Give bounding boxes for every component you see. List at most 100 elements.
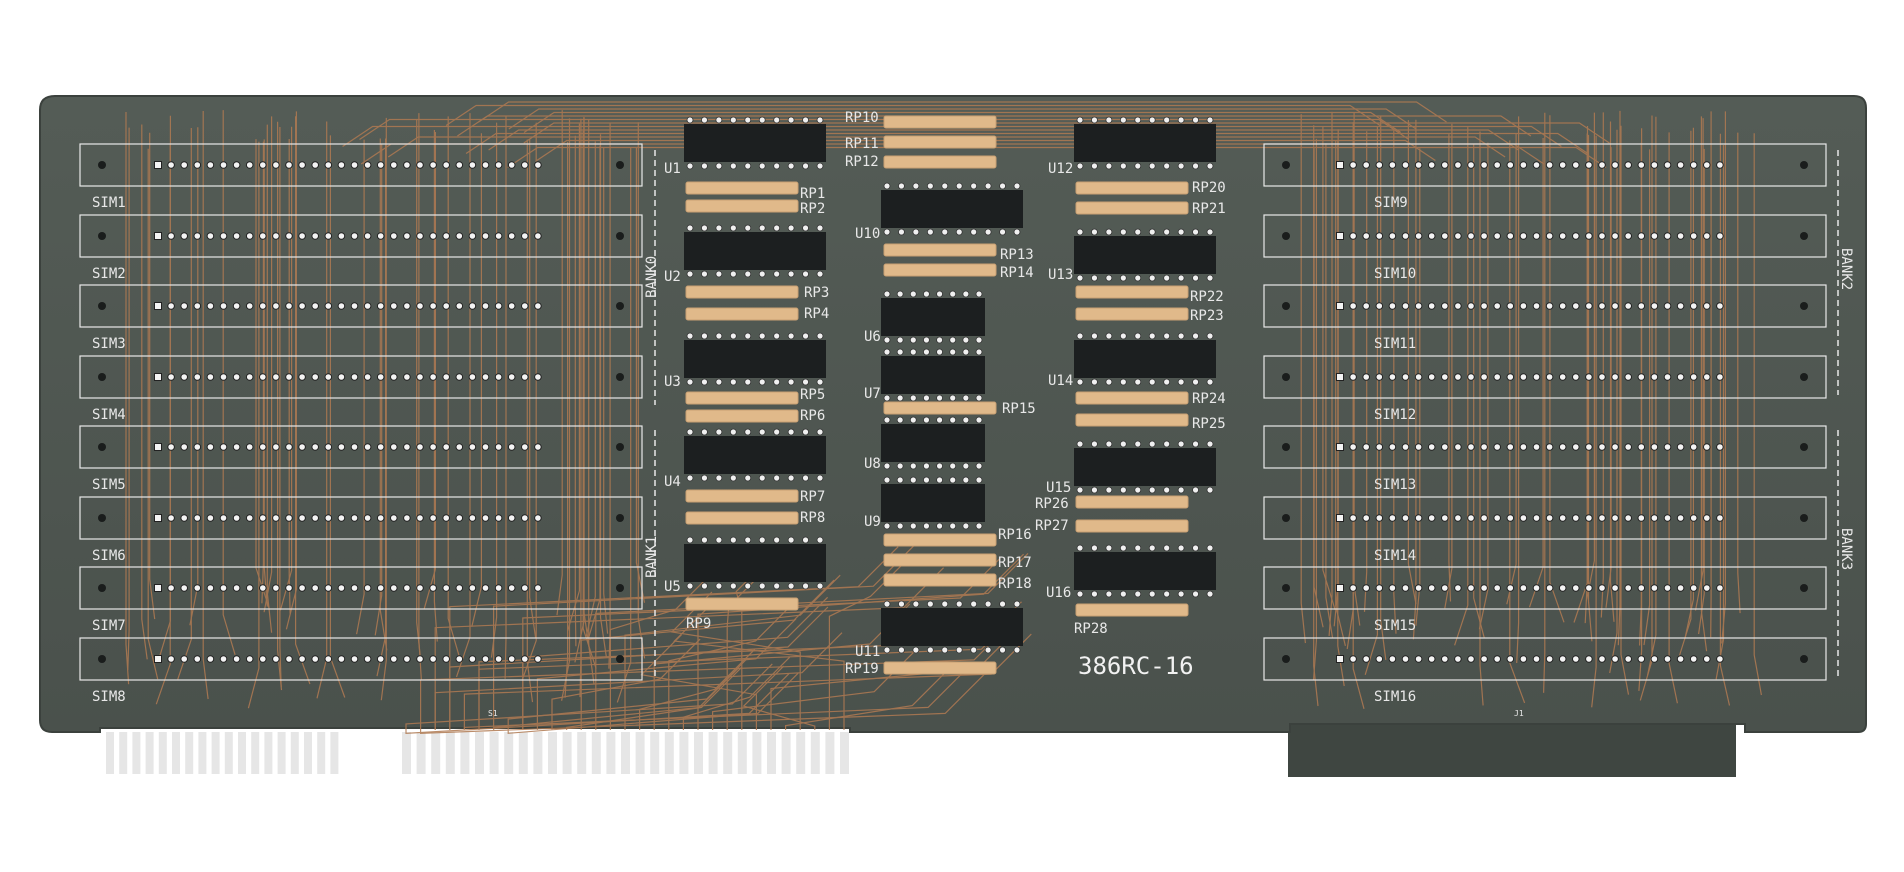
simm-pin [1585, 373, 1593, 381]
simm-pin [534, 232, 542, 240]
simm-pin [494, 655, 503, 663]
simm-slot-outline [79, 637, 643, 681]
simm-pin [1519, 514, 1528, 522]
simm-pin [1401, 443, 1410, 451]
chip-pin [1076, 486, 1084, 494]
simm-pin [1375, 302, 1384, 310]
simm-pin [1480, 655, 1488, 663]
simm-pin [1585, 655, 1593, 663]
simm-pin [1716, 443, 1724, 451]
simm-pin [521, 584, 529, 592]
rp-body [883, 553, 997, 567]
simm-pin [1637, 584, 1646, 592]
chip-pin [962, 416, 970, 424]
simm-pin [272, 584, 280, 592]
chip-pin [1134, 378, 1142, 386]
simm-pin [1637, 302, 1646, 310]
chip-pin [787, 224, 795, 232]
simm-pin [1545, 443, 1554, 451]
simm-pin [324, 655, 333, 663]
chip-u1: U1 [664, 116, 826, 177]
simm-pin [1532, 584, 1541, 592]
trace [380, 117, 387, 701]
trace [434, 567, 945, 730]
chip-pin [1163, 486, 1171, 494]
rp-rp6: RP6 [685, 408, 825, 424]
chip-u6: U6 [864, 290, 985, 345]
simm-pin [298, 514, 306, 522]
simm-pin [1519, 584, 1528, 592]
chip-pin [1148, 116, 1156, 124]
chip-pin [955, 600, 963, 608]
simm-pin [442, 302, 451, 310]
chip-pin [773, 474, 781, 482]
simm-pin [1545, 655, 1554, 663]
simm-pin [481, 161, 490, 169]
chip-pin [936, 416, 943, 424]
simm-pin [1375, 232, 1384, 240]
trace [1721, 111, 1726, 644]
simm-pin [1572, 584, 1580, 592]
chip-pin [1105, 274, 1113, 282]
chip-pin [816, 582, 824, 590]
mount-hole [1282, 373, 1290, 381]
chip-pin [1192, 116, 1199, 124]
edge-finger [431, 732, 441, 774]
trace [423, 132, 436, 610]
copper-traces [125, 101, 1762, 735]
simm-pin [167, 584, 175, 592]
simm-pin [1441, 373, 1449, 381]
simm-pin [1401, 161, 1410, 169]
simm-pin [468, 373, 477, 381]
edge-finger [277, 732, 286, 774]
chip-body [881, 190, 1023, 228]
simm-label: SIM5 [92, 477, 126, 493]
simm-pin [1611, 232, 1619, 240]
trace [1694, 118, 1704, 611]
trace [127, 127, 130, 671]
simm-pin [1558, 232, 1567, 240]
chip-pin [896, 348, 904, 356]
mount-hole [1800, 584, 1808, 592]
rp-body [685, 489, 799, 503]
simm-pin [1637, 373, 1646, 381]
trace [1328, 111, 1333, 636]
chip-pin [1206, 162, 1214, 170]
rp-body [1075, 519, 1189, 533]
trace [379, 138, 388, 651]
simm-pin [1663, 443, 1672, 451]
simm-pin [1414, 302, 1423, 310]
simm-pin [1598, 161, 1606, 169]
simm-pin [468, 655, 477, 663]
chip-pin [909, 290, 917, 298]
rp-label: RP11 [845, 136, 879, 152]
simm-pin [1703, 302, 1711, 310]
simm-pin [272, 232, 280, 240]
simm-pin [1467, 232, 1475, 240]
simm-pin [180, 655, 188, 663]
chip-pin [962, 394, 970, 402]
simm-pin [154, 514, 162, 522]
rp-label: RP28 [1074, 621, 1108, 637]
simm-pin [481, 302, 490, 310]
simm-pin [1506, 655, 1515, 663]
trace [1380, 115, 1387, 660]
chip-body [684, 544, 826, 582]
chip-pin [1134, 116, 1142, 124]
simm-pin [1493, 161, 1501, 169]
simm-pin [390, 584, 398, 592]
trace [125, 112, 130, 685]
trace [1412, 119, 1417, 640]
edge-finger [796, 732, 806, 774]
rp-rp15: RP15 [883, 401, 1036, 417]
rp-rp23: RP23 [1075, 307, 1224, 324]
simm-pin [403, 514, 411, 522]
simm-pin [1441, 655, 1449, 663]
chip-pin [1177, 274, 1185, 282]
edge-finger [577, 732, 587, 774]
simm-pin [429, 373, 437, 381]
simm-pin [272, 514, 280, 522]
simm-pin [390, 373, 398, 381]
mount-hole [1282, 584, 1290, 592]
simm-pin [1689, 302, 1698, 310]
